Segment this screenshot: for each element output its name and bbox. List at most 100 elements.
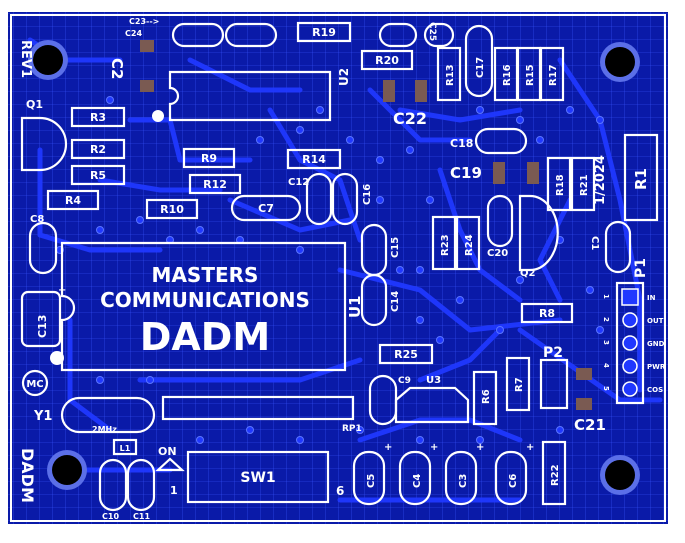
via [376, 196, 384, 204]
via [376, 156, 384, 164]
via [396, 266, 404, 274]
label-r19: R19 [312, 26, 336, 39]
label-p1: P1 [633, 258, 649, 278]
p1-pin-name: PWR [647, 363, 666, 371]
label-c24: C24 [125, 29, 142, 38]
mounting-hole-bottom-right [600, 455, 640, 495]
label-sw1: SW1 [240, 470, 275, 486]
board-grid [8, 12, 668, 524]
label-xtal: 2MHz [92, 425, 117, 434]
label-c6: C6 [508, 474, 519, 488]
via-field [56, 96, 604, 444]
via [96, 226, 104, 234]
label-r24: R24 [464, 234, 475, 256]
label-r6: R6 [481, 389, 492, 404]
label-c16: C16 [362, 184, 373, 205]
mounting-holes [28, 40, 640, 495]
pin1-marker-u2 [152, 110, 164, 122]
via [516, 276, 524, 284]
via [136, 216, 144, 224]
logo-mc: MC [26, 379, 43, 390]
label-c23: C23--> [129, 17, 159, 26]
label-r7: R7 [514, 377, 525, 392]
label-rp1: RP1 [342, 424, 362, 434]
label-c25: C25 [427, 22, 437, 41]
label-c15: C15 [390, 237, 401, 258]
rev-label: REV1 [18, 40, 33, 78]
via [196, 226, 204, 234]
label-r10: R10 [160, 203, 184, 216]
label-r20: R20 [375, 54, 399, 67]
mounting-hole-top-right [600, 42, 640, 82]
label-r16: R16 [502, 64, 513, 86]
label-q2: Q2 [520, 268, 536, 279]
via [296, 246, 304, 254]
board-outline [10, 14, 666, 522]
date-label: 1/2024 [593, 155, 608, 205]
silkscreen-outlines [20, 21, 659, 512]
via [426, 196, 434, 204]
label-r1: R1 [632, 168, 650, 190]
label-r5: R5 [90, 169, 106, 182]
mounting-hole-top-left [28, 40, 68, 80]
via [296, 436, 304, 444]
label-r3: R3 [90, 111, 106, 124]
label-c13: C13 [36, 315, 49, 338]
via [246, 426, 254, 434]
u3-outline [394, 386, 470, 424]
p1-pin-name: OUT [647, 317, 664, 325]
label-r4: R4 [65, 194, 81, 207]
via [416, 266, 424, 274]
label-c1: C1 [589, 236, 600, 250]
title-line-1: MASTERS [152, 263, 259, 287]
label-r2: R2 [90, 143, 106, 156]
label-c18: C18 [450, 137, 473, 150]
plus-c6: + [526, 442, 534, 453]
via [496, 326, 504, 334]
via [346, 136, 354, 144]
via [596, 116, 604, 124]
label-r13: R13 [445, 64, 456, 86]
label-r9: R9 [201, 152, 217, 165]
label-c3: C3 [458, 474, 469, 488]
via [416, 436, 424, 444]
via [436, 336, 444, 344]
label-c17: C17 [475, 57, 486, 78]
plus-c5: + [384, 442, 392, 453]
p1-pin-name: IN [647, 294, 656, 302]
label-r14: R14 [302, 153, 326, 166]
label-c21: C21 [574, 416, 606, 434]
p1-header-pads [621, 288, 639, 397]
label-u2: U2 [337, 68, 351, 86]
label-r18: R18 [555, 174, 566, 196]
via [536, 136, 544, 144]
label-c2: C2 [108, 58, 126, 79]
plus-c13: + [58, 285, 66, 296]
label-on: ON [158, 445, 177, 458]
label-r8: R8 [539, 307, 555, 320]
silkscreen-text: REV1 DADM MASTERS COMMUNICATIONS DADM 1/… [18, 17, 666, 521]
label-r12: R12 [203, 178, 227, 191]
p1-pin-number: 2 [602, 317, 610, 322]
p1-pin-name: COS [647, 386, 663, 394]
via [416, 316, 424, 324]
label-sw-pin6: 6 [336, 484, 344, 498]
plus-c4: + [430, 442, 438, 453]
smd-pads [140, 40, 592, 410]
p1-pin-name: GND [647, 340, 665, 348]
pin1-marker-u1 [50, 351, 64, 365]
label-r15: R15 [525, 64, 536, 86]
label-r23: R23 [440, 234, 451, 256]
label-c7: C7 [258, 202, 274, 215]
label-sw-pin1: 1 [170, 484, 178, 497]
label-r17: R17 [548, 64, 559, 86]
label-u3: U3 [426, 375, 441, 386]
via [456, 296, 464, 304]
via [556, 426, 564, 434]
label-r22: R22 [550, 464, 561, 486]
p1-pin-number: 3 [602, 340, 610, 345]
via [406, 146, 414, 154]
label-c12: C12 [288, 177, 309, 188]
